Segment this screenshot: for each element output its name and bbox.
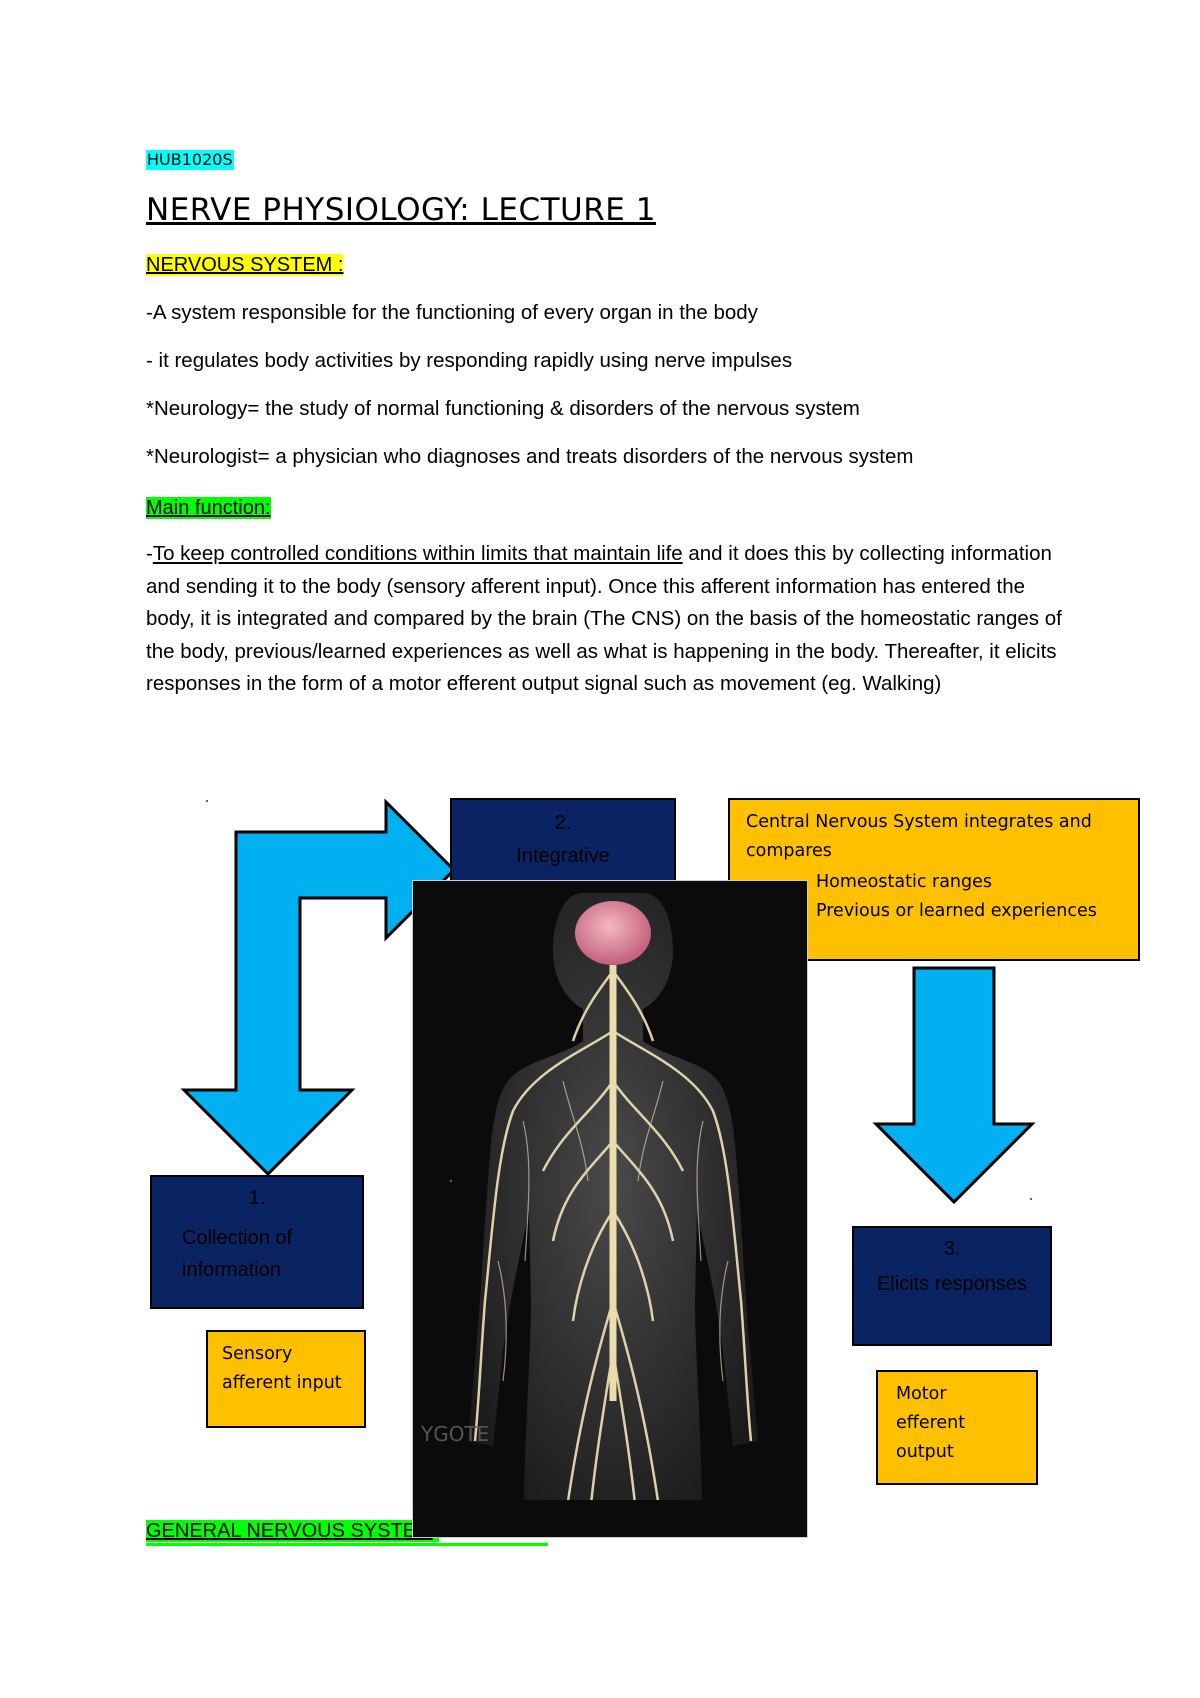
step-2-label: Integrative <box>516 845 610 867</box>
ns-line-2: - it regulates body activities by respon… <box>146 349 793 372</box>
nervous-system-heading: NERVOUS SYSTEM : <box>146 254 344 276</box>
motor-box: Motor efferent output <box>876 1370 1038 1485</box>
nervous-system-image: YGOTE <box>412 880 808 1538</box>
down-arrow <box>872 966 1036 1205</box>
cns-box-text: Central Nervous System integrates and co… <box>746 812 1092 861</box>
stray-dot <box>450 1180 452 1182</box>
step-1-label: Collection of information <box>182 1227 293 1281</box>
step-3-number: 3. <box>943 1238 961 1260</box>
photo-watermark: YGOTE <box>420 1422 489 1446</box>
stray-dot <box>1030 1198 1032 1200</box>
course-code: HUB1020S <box>146 150 234 170</box>
heading-underline-bar <box>146 1543 548 1546</box>
motor-box-text: Motor efferent output <box>896 1384 966 1462</box>
image-overlap <box>412 1500 808 1538</box>
sensory-box-text: Sensory afferent input <box>222 1344 342 1393</box>
bent-arrow <box>180 798 457 1177</box>
step-1-number: 1. <box>248 1187 266 1209</box>
general-nervous-system-heading: GENERAL NERVOUS SYSTEM <box>146 1519 439 1543</box>
ns-line-3: *Neurology= the study of normal function… <box>146 397 860 420</box>
nervous-system-illustration: YGOTE <box>413 881 807 1538</box>
step-3-box: 3. Elicits responses <box>852 1226 1052 1346</box>
main-function-heading: Main function: <box>146 497 271 519</box>
step-2-number: 2. <box>554 812 572 834</box>
main-function-paragraph: -To keep controlled conditions within li… <box>146 542 1062 695</box>
ns-line-4: *Neurologist= a physician who diagnoses … <box>146 445 914 468</box>
cns-item-experiences: Previous or learned experiences <box>816 901 1097 921</box>
main-function-key-phrase: To keep controlled conditions within lim… <box>152 542 683 565</box>
step-3-label: Elicits responses <box>876 1273 1028 1295</box>
cns-item-homeostatic: Homeostatic ranges <box>816 872 992 892</box>
ns-line-1: -A system responsible for the functionin… <box>146 301 758 324</box>
page-title: NERVE PHYSIOLOGY: LECTURE 1 <box>146 192 656 228</box>
stray-dot <box>206 800 208 802</box>
step-1-box: 1. Collection of information <box>150 1175 364 1309</box>
sensory-box: Sensory afferent input <box>206 1330 366 1428</box>
